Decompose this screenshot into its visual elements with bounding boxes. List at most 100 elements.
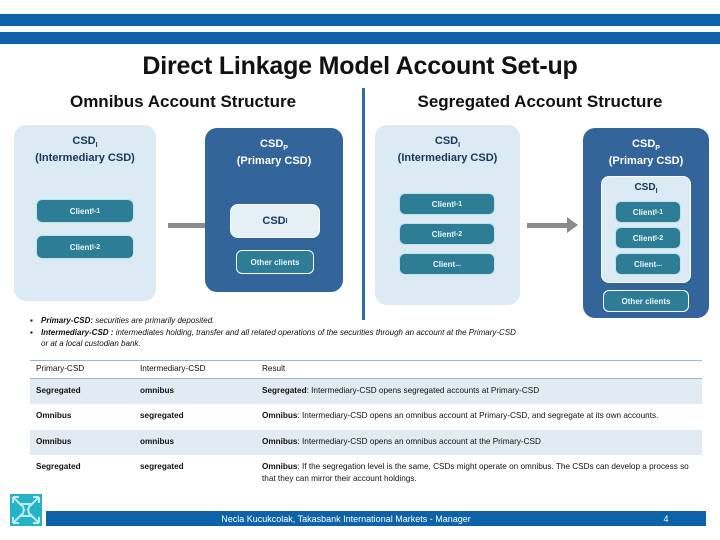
list-item: ▪ Primary-CSD: securities are primarily … xyxy=(30,315,702,327)
client-label: Client xyxy=(69,206,93,216)
result-text: : If the segregation level is the same, … xyxy=(262,461,689,484)
decorative-top-bar-2 xyxy=(0,32,720,44)
client-label: Client xyxy=(431,229,455,239)
table-row: Segregated omnibus Segregated: Intermedi… xyxy=(30,378,702,405)
client-subscript: I-1 xyxy=(655,208,664,216)
comparison-table: Primary-CSD Intermediary-CSD Result Segr… xyxy=(30,360,702,493)
bullet-text: Intermediary-CSD : intermediates holding… xyxy=(41,327,702,339)
cell-primary: Omnibus xyxy=(30,404,134,430)
other-clients-box[interactable]: Other clients xyxy=(603,290,689,312)
client-box[interactable]: Client ... xyxy=(399,253,495,275)
client-box[interactable]: Client I-1 xyxy=(615,201,681,223)
result-term: Omnibus xyxy=(262,461,298,471)
client-box[interactable]: Client I-2 xyxy=(36,235,134,259)
segregated-nested-csd-box: CSDI Client I-1 Client I-2 Client ... xyxy=(601,176,691,283)
client-subscript: ... xyxy=(455,260,462,268)
client-label: Client xyxy=(632,207,656,217)
page-number: 4 xyxy=(663,514,669,524)
result-text: : Intermediary-CSD opens an omnibus acco… xyxy=(297,411,659,421)
column-header-intermediary-csd: Intermediary-CSD xyxy=(134,360,256,379)
csd-label: CSD xyxy=(260,138,284,150)
segregated-flow-arrow-head xyxy=(567,217,578,233)
cell-intermediary: omnibus xyxy=(134,429,256,455)
segregated-primary-title: CSDP (Primary CSD) xyxy=(583,128,709,168)
omnibus-primary-title: CSDP (Primary CSD) xyxy=(205,128,343,168)
footer-text: Necla Kucukcolak, Takasbank Internationa… xyxy=(221,514,471,524)
client-box[interactable]: Client I-1 xyxy=(399,193,495,215)
cell-result: Omnibus: Intermediary-CSD opens an omnib… xyxy=(256,429,702,455)
bullet-dot-icon: ▪ xyxy=(30,316,33,325)
client-label: Client xyxy=(69,242,93,252)
csd-label: CSD xyxy=(434,135,459,147)
table-row: Omnibus omnibus Omnibus: Intermediary-CS… xyxy=(30,429,702,455)
client-label: Client xyxy=(633,259,657,269)
table-row: Omnibus segregated Omnibus: Intermediary… xyxy=(30,404,702,430)
segregated-flow-arrow-line xyxy=(527,223,569,228)
client-subscript: I-2 xyxy=(454,230,463,238)
client-subscript: ... xyxy=(656,260,663,268)
right-section-heading: Segregated Account Structure xyxy=(417,92,663,111)
bullet-text: Primary-CSD: securities are primarily de… xyxy=(41,315,702,327)
client-label: Client xyxy=(431,199,455,209)
csd-label: CSD xyxy=(632,138,656,150)
csd-label: CSD xyxy=(72,135,96,147)
cell-primary: Omnibus xyxy=(30,429,134,455)
footer-bar xyxy=(46,511,706,526)
csd-paren: (Primary CSD) xyxy=(236,154,312,167)
segregated-primary-panel: CSDP (Primary CSD) CSDI Client I-1 Clien… xyxy=(583,128,709,318)
csd-label: CSD xyxy=(262,215,286,227)
other-clients-box[interactable]: Other clients xyxy=(236,250,314,274)
left-section-heading: Omnibus Account Structure xyxy=(69,92,297,111)
cell-primary: Segregated xyxy=(30,378,134,405)
client-subscript: I-2 xyxy=(92,243,101,251)
client-box[interactable]: Client ... xyxy=(615,253,681,275)
csd-paren: (Primary CSD) xyxy=(608,154,684,167)
omnibus-flow-arrow-line xyxy=(168,223,210,228)
nested-csd-title: CSDI xyxy=(602,177,690,195)
csd-label: CSD xyxy=(634,182,656,193)
column-header-result: Result xyxy=(256,360,702,379)
cell-intermediary: omnibus xyxy=(134,378,256,405)
result-term: Segregated xyxy=(262,386,307,395)
client-box[interactable]: Client I-2 xyxy=(399,223,495,245)
bullet-body: intermediates holding, transfer and all … xyxy=(113,327,516,337)
csd-paren: (Intermediary CSD) xyxy=(35,151,135,164)
csd-paren: (Intermediary CSD) xyxy=(397,151,498,164)
csd-subscript: I xyxy=(655,188,658,195)
column-header-primary-csd: Primary-CSD xyxy=(30,360,134,379)
client-box[interactable]: Client I-2 xyxy=(615,227,681,249)
result-term: Omnibus xyxy=(262,436,298,446)
segregated-intermediary-title: CSDI (Intermediary CSD) xyxy=(375,125,520,165)
csd-subscript: I xyxy=(285,217,288,225)
csd-subscript: I xyxy=(95,142,98,150)
cell-result: Segregated: Intermediary-CSD opens segre… xyxy=(256,378,702,405)
cell-result: Omnibus: If the segregation level is the… xyxy=(256,454,702,493)
definitions-list: ▪ Primary-CSD: securities are primarily … xyxy=(30,315,702,350)
table-row: Segregated segregated Omnibus: If the se… xyxy=(30,454,702,493)
cell-intermediary: segregated xyxy=(134,404,256,430)
cell-primary: Segregated xyxy=(30,454,134,493)
segregated-intermediary-panel: CSDI (Intermediary CSD) Client I-1 Clien… xyxy=(375,125,520,305)
page-title: Direct Linkage Model Account Set-up xyxy=(142,52,578,80)
result-text: : Intermediary-CSD opens an omnibus acco… xyxy=(297,436,541,446)
takasbank-logo-icon xyxy=(8,492,44,528)
client-box[interactable]: Client I-1 xyxy=(36,199,134,223)
cell-result: Omnibus: Intermediary-CSD opens an omnib… xyxy=(256,404,702,430)
bullet-body: securities are primarily deposited. xyxy=(93,316,215,325)
table-header-row: Primary-CSD Intermediary-CSD Result xyxy=(30,360,702,379)
vertical-divider xyxy=(362,88,365,320)
bullet-dot-icon: ▪ xyxy=(30,327,33,337)
csd-subscript: P xyxy=(655,145,660,153)
omnibus-intermediary-title: CSDI (Intermediary CSD) xyxy=(14,125,156,165)
bullet-term: Primary-CSD: xyxy=(41,316,94,325)
client-label: Client xyxy=(432,259,456,269)
omnibus-intermediary-panel: CSDI (Intermediary CSD) Client I-1 Clien… xyxy=(14,125,156,301)
client-subscript: I-1 xyxy=(92,207,101,215)
other-clients-label: Other clients xyxy=(250,257,300,267)
cell-intermediary: segregated xyxy=(134,454,256,493)
client-subscript: I-2 xyxy=(655,234,664,242)
bullet-continuation: or at a local custodian bank. xyxy=(41,339,141,349)
bullet-term: Intermediary-CSD : xyxy=(41,327,114,337)
